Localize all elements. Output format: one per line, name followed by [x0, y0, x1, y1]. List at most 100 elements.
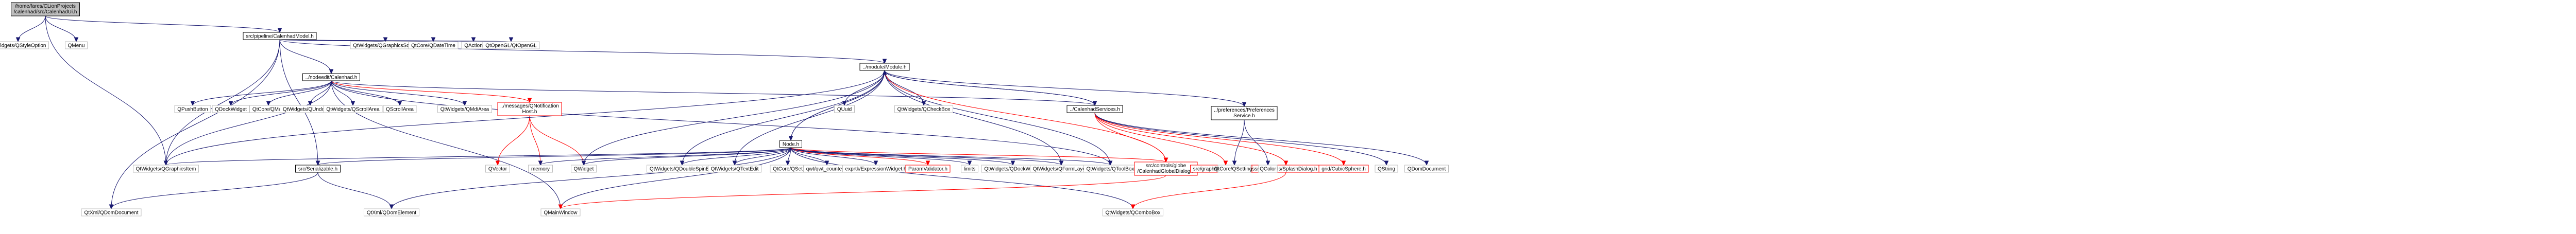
- arrowhead-calenhadservices-to-cubicsphere: [1341, 160, 1346, 166]
- node-calenhadglobaldialog-label-0: src/controls/globe: [1146, 163, 1187, 169]
- node-modulemodule[interactable]: ../module/Module.h: [859, 63, 910, 71]
- edge-modulemodule-to-calenhadglobaldialog: [884, 70, 1166, 163]
- arrowhead-nodeh-to-qdockwidget2: [1010, 160, 1015, 166]
- node-qstyleoption-label-0: QtWidgets/QStyleOption: [0, 43, 46, 49]
- arrowhead-calenhadservices-to-calenhadglobaldialog: [1163, 157, 1168, 163]
- edge-calenhadservices-to-splashdialog: [1094, 112, 1286, 166]
- node-root-label-0: /home/fares/CLionProjects: [15, 4, 76, 9]
- node-nodeeditcalenhad[interactable]: ../nodeedit/Calenhad.h: [302, 73, 360, 81]
- node-calenhadglobaldialog[interactable]: src/controls/globe/CalenhadGlobalDialog.…: [1134, 161, 1198, 176]
- node-qdatetime-label-0: QtCore/QDateTime: [411, 43, 455, 49]
- edge-nodeeditcalenhad-to-qnotification: [331, 80, 530, 103]
- node-qsettings-box: [1217, 165, 1251, 173]
- node-qcombobox: QtWidgets/QComboBox: [1103, 208, 1163, 217]
- node-qdatetime: QtCore/QDateTime: [408, 41, 459, 49]
- node-paramvalidator[interactable]: ParamValidator.h: [905, 165, 951, 173]
- node-limits-box: [961, 165, 978, 173]
- node-qdatetime-box: [408, 41, 459, 49]
- arrowhead-qnotification-to-qvector: [495, 160, 500, 166]
- edge-preferences-to-qcolor: [1244, 119, 1268, 166]
- node-qtextedit: QtWidgets/QTextEdit: [708, 165, 761, 173]
- edge-nodeh-to-serializable: [317, 147, 791, 166]
- node-qwidget-box: [571, 165, 597, 173]
- node-qcombobox-label-0: QtWidgets/QComboBox: [1106, 210, 1161, 216]
- node-qdockwidget2: QtWidgets/QDockWidget: [981, 165, 1045, 173]
- node-quuid: QUuid: [834, 105, 855, 113]
- edge-nodeeditcalenhad-to-qtoolbox: [331, 80, 1111, 166]
- node-modulemodule-label-0: ../module/Module.h: [862, 65, 906, 70]
- arrowhead-splashdialog-to-qcombobox: [1130, 204, 1136, 210]
- node-nodeh-label-0: Node.h: [783, 142, 799, 148]
- node-calenhadmodel[interactable]: src/pipeline/CalenhadModel.h: [243, 32, 317, 40]
- edge-nodeeditcalenhad-to-qmap: [268, 80, 332, 106]
- node-qdockwidget: QDockWidget: [212, 105, 250, 113]
- node-memory-box: [528, 165, 553, 173]
- arrowhead-nodeh-to-qformlayout: [1059, 160, 1064, 166]
- node-preferences-box: [1211, 106, 1278, 120]
- edge-nodeeditcalenhad-to-qmainwindow: [331, 80, 561, 209]
- node-qwidget: QWidget: [571, 165, 597, 173]
- arrowhead-calenhadglobaldialog-to-qmainwindow: [558, 204, 563, 210]
- node-qvector-label-0: QVector: [488, 167, 507, 172]
- edge-preferences-to-qsettings: [1234, 119, 1245, 166]
- node-qformlayout: QtWidgets/QFormLayout: [1030, 165, 1093, 173]
- edge-nodeh-to-exprtk: [790, 147, 876, 166]
- node-quuid-label-0: QUuid: [837, 107, 852, 113]
- edge-modulemodule-to-qtextedit: [734, 70, 885, 166]
- node-qundostack-label-0: QtWidgets/QUndoStack: [283, 107, 338, 113]
- arrowhead-nodeeditcalenhad-to-qmdiarea: [462, 101, 467, 106]
- node-qscrollarea2-box: [383, 105, 417, 113]
- edge-root-to-calenhadmodel: [45, 15, 280, 33]
- node-qsettings: QtCore/QSettings: [1214, 165, 1255, 173]
- arrowhead-nodeh-to-qdoublespinbox: [680, 160, 685, 166]
- node-qsettings-label-0: QtCore/QSettings: [1214, 167, 1255, 172]
- edge-root-to-qmenu: [45, 15, 77, 42]
- node-qopengl-label-0: QtOpenGL/QtOpenGL: [485, 43, 537, 49]
- edge-nodeh-to-qformlayout: [790, 147, 1062, 166]
- edge-nodeh-to-qdockwidget2: [790, 147, 1013, 166]
- node-nodeh[interactable]: Node.h: [779, 140, 802, 148]
- node-qwtcounter-label-0: qwt/qwt_counter.h: [806, 167, 848, 172]
- node-calenhadservices[interactable]: ../CalenhadServices.h: [1066, 105, 1123, 113]
- edge-nodeh-to-qcombobox: [790, 147, 1133, 209]
- edge-calenhadmodel-to-qgraphicsitem: [165, 39, 280, 166]
- node-calenhadglobaldialog-box: [1134, 161, 1198, 176]
- node-qdomdocument2: QDomDocument: [1404, 165, 1449, 173]
- node-calenhadmodel-box: [243, 32, 317, 40]
- node-qformlayout-label-0: QtWidgets/QFormLayout: [1033, 167, 1090, 172]
- edge-nodeh-to-qdomelement: [391, 147, 791, 209]
- node-qstring-box: [1375, 165, 1398, 173]
- node-qset: QtCore/QSet: [770, 165, 806, 173]
- edge-serializable-to-qdomdocument: [111, 172, 318, 209]
- edge-nodeh-to-calenhadglobaldialog: [790, 147, 1166, 163]
- node-qtextedit-label-0: QtWidgets/QTextEdit: [711, 167, 759, 172]
- edge-root-to-qstyleoption: [18, 15, 46, 42]
- node-qdomelement: QtXml/QDomElement: [364, 208, 419, 217]
- edge-calenhadmodel-to-qopengl: [279, 39, 512, 42]
- node-splashdialog-label-0: src/controls/SplashDialog.h: [1255, 167, 1317, 172]
- node-serializable[interactable]: src/Serializable.h: [295, 165, 341, 173]
- node-qscrollarea2-label-0: QScrollArea: [386, 107, 414, 113]
- node-qmainwindow-label-0: QMainWindow: [544, 210, 578, 216]
- node-memory: memory: [528, 165, 553, 173]
- node-qmenu-box: [65, 41, 88, 49]
- arrowhead-root-to-qstyleoption: [15, 37, 21, 43]
- node-qmdiarea: QtWidgets/QMdiArea: [437, 105, 492, 113]
- node-nodeeditcalenhad-box: [302, 73, 360, 81]
- edge-nodeeditcalenhad-to-qpushbutton: [192, 80, 332, 106]
- node-qcolor-label-0: QColor: [1260, 167, 1276, 172]
- node-qdockwidget-label-0: QDockWidget: [215, 107, 247, 113]
- arrowhead-nodeeditcalenhad-to-qnotification: [527, 98, 532, 103]
- arrowhead-nodeh-to-memory: [538, 160, 543, 166]
- arrowhead-nodeeditcalenhad-to-qdockwidget: [228, 101, 233, 106]
- edge-nodeh-to-qtoolbox: [790, 147, 1111, 166]
- node-serializable-label-0: src/Serializable.h: [298, 167, 337, 172]
- node-qopengl: QtOpenGL/QtOpenGL: [482, 41, 540, 49]
- node-cubicsphere[interactable]: grid/CubicSphere.h: [1318, 165, 1369, 173]
- node-calenhadglobaldialog-label-1: /CalenhadGlobalDialog.h: [1137, 169, 1194, 174]
- node-root-label-1: /calenhad/src/CalenhadUi.h: [14, 9, 77, 15]
- edge-calenhadservices-to-calenhadglobaldialog: [1094, 112, 1166, 163]
- edge-nodeeditcalenhad-to-qmdiarea: [331, 80, 465, 106]
